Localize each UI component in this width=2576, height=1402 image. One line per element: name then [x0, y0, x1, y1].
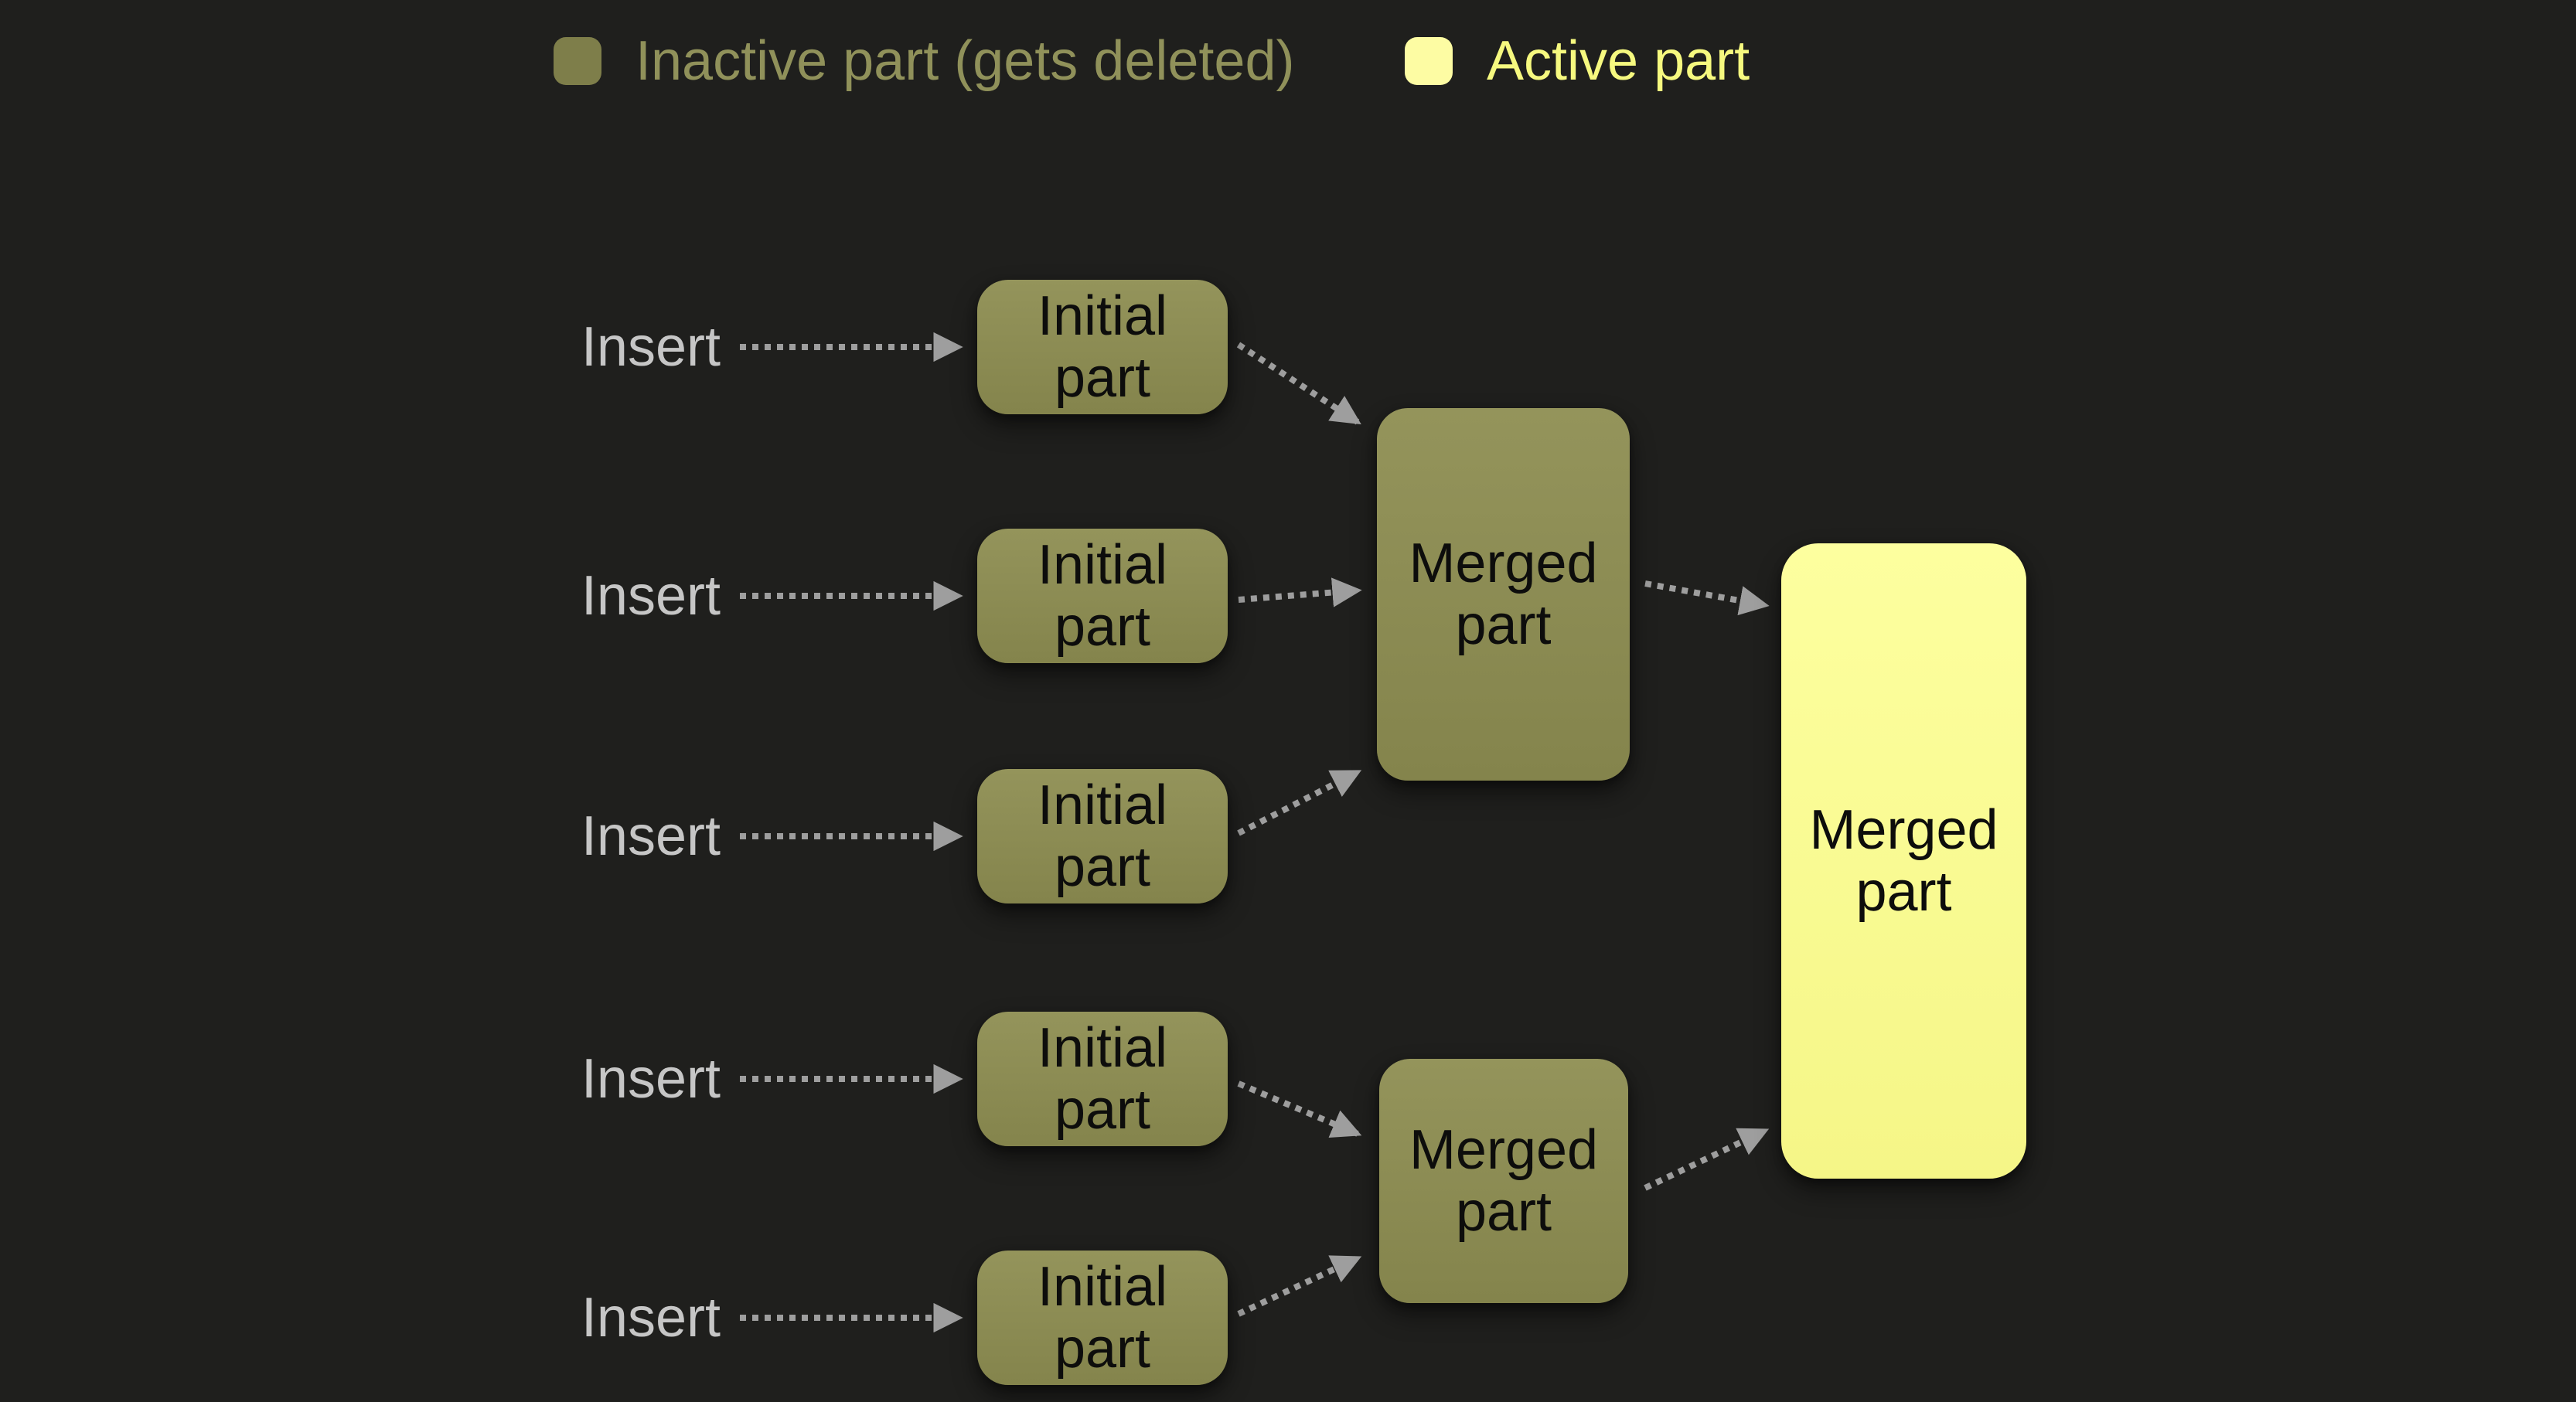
insert-label-5: Insert [581, 1287, 721, 1349]
initial-part-node-2: Initial part [977, 529, 1228, 663]
legend-item-active: Active part [1405, 30, 1750, 92]
merged-part-node-top: Merged part [1377, 408, 1630, 781]
initial-part-node-5: Initial part [977, 1251, 1228, 1385]
insert-label-2: Insert [581, 565, 721, 627]
legend-item-inactive: Inactive part (gets deleted) [554, 30, 1294, 92]
arrow-initial3-to-merged-top [1237, 769, 1362, 836]
arrow-initial1-to-merged-top [1236, 342, 1361, 425]
legend-label-inactive: Inactive part (gets deleted) [635, 30, 1295, 92]
insert-label-4: Insert [581, 1048, 721, 1110]
merged-part-node-final: Merged part [1781, 543, 2026, 1179]
arrow-merged-top-to-final [1644, 580, 1770, 616]
node-label: Initial part [1037, 285, 1168, 409]
arrow-merged-bottom-to-final [1644, 1128, 1770, 1191]
arrow-initial5-to-merged-bottom [1237, 1255, 1362, 1317]
initial-part-node-4: Initial part [977, 1012, 1228, 1146]
initial-part-node-1: Initial part [977, 280, 1228, 414]
node-label: Initial part [1037, 1256, 1168, 1380]
inactive-swatch-icon [554, 37, 601, 85]
legend-label-active: Active part [1487, 30, 1750, 92]
arrow-initial2-to-merged-top [1238, 577, 1362, 607]
node-label: Initial part [1037, 534, 1168, 658]
node-label: Initial part [1037, 1017, 1168, 1141]
merged-part-node-bottom: Merged part [1379, 1059, 1628, 1303]
active-swatch-icon [1405, 37, 1453, 85]
node-label: Initial part [1037, 774, 1168, 898]
initial-part-node-3: Initial part [977, 769, 1228, 903]
node-label: Merged part [1809, 799, 1998, 923]
arrow-initial4-to-merged-bottom [1237, 1080, 1362, 1138]
insert-label-1: Insert [581, 316, 721, 378]
node-label: Merged part [1409, 533, 1598, 656]
insert-label-3: Insert [581, 805, 721, 867]
node-label: Merged part [1409, 1119, 1599, 1243]
